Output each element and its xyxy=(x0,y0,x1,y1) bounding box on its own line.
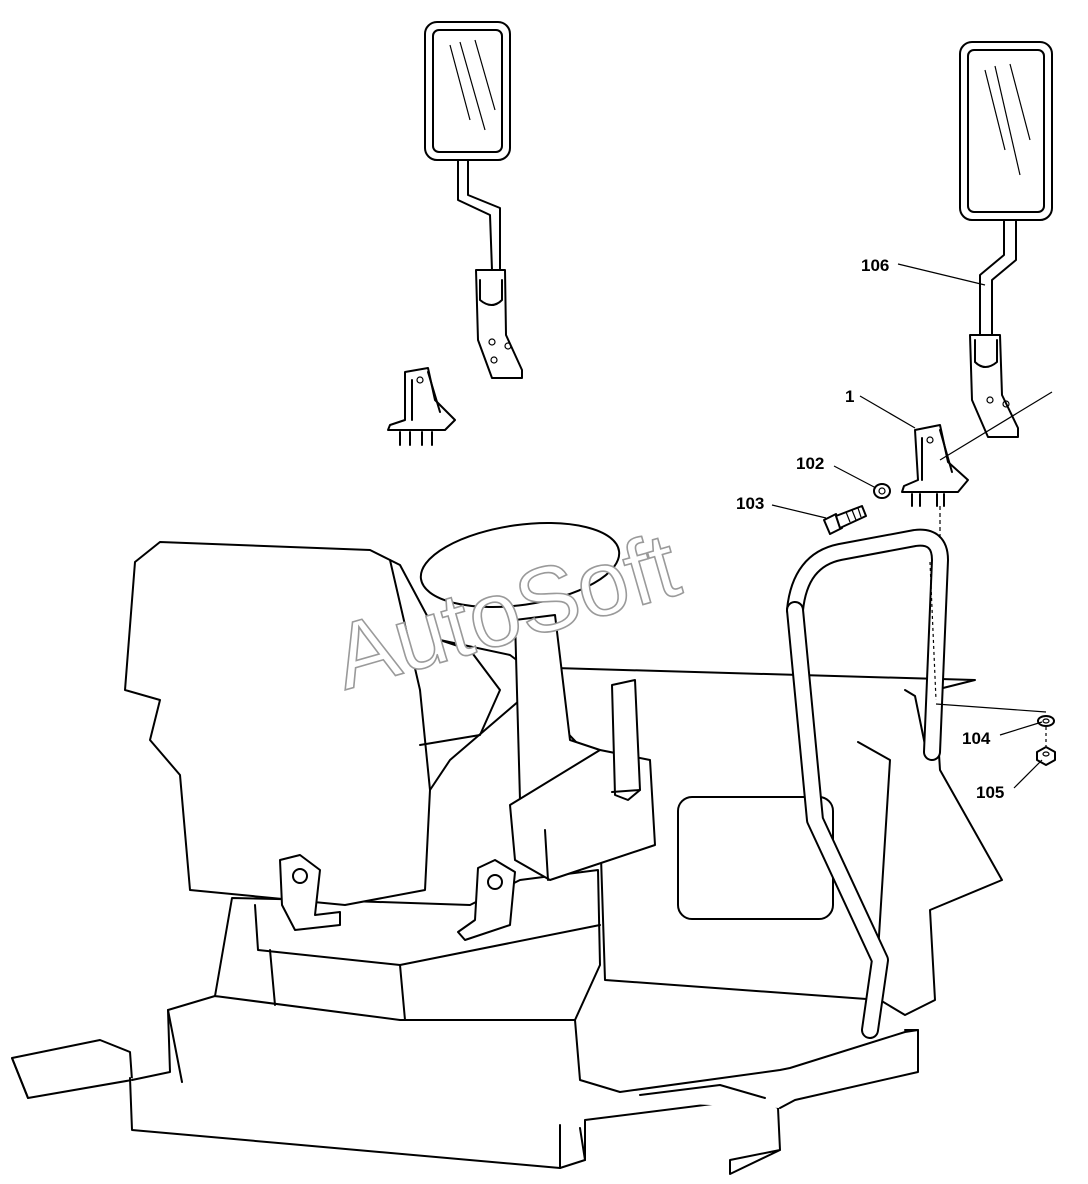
callout-104: 104 xyxy=(962,729,991,748)
bolt-103 xyxy=(823,505,867,535)
steering-wheel xyxy=(419,522,621,608)
mirror-right xyxy=(959,41,1053,438)
bracket-left xyxy=(387,367,456,446)
washer-104 xyxy=(1037,715,1055,727)
grab-handrail xyxy=(786,528,949,1039)
bracket-right xyxy=(901,391,1053,540)
washer-102 xyxy=(873,483,891,499)
control-lever xyxy=(611,679,641,801)
cab-panel xyxy=(554,667,1003,1016)
leader-lines xyxy=(771,263,1043,789)
steering-assembly xyxy=(419,522,656,881)
operator-seat xyxy=(124,541,531,941)
callout-102: 102 xyxy=(796,454,824,473)
callout-105: 105 xyxy=(976,783,1004,802)
floor-platform xyxy=(11,995,919,1175)
seat-mount-left xyxy=(279,854,341,931)
callout-106: 106 xyxy=(861,256,889,275)
mirror-left xyxy=(424,21,523,379)
callout-1: 1 xyxy=(845,387,854,406)
callout-103: 103 xyxy=(736,494,764,513)
